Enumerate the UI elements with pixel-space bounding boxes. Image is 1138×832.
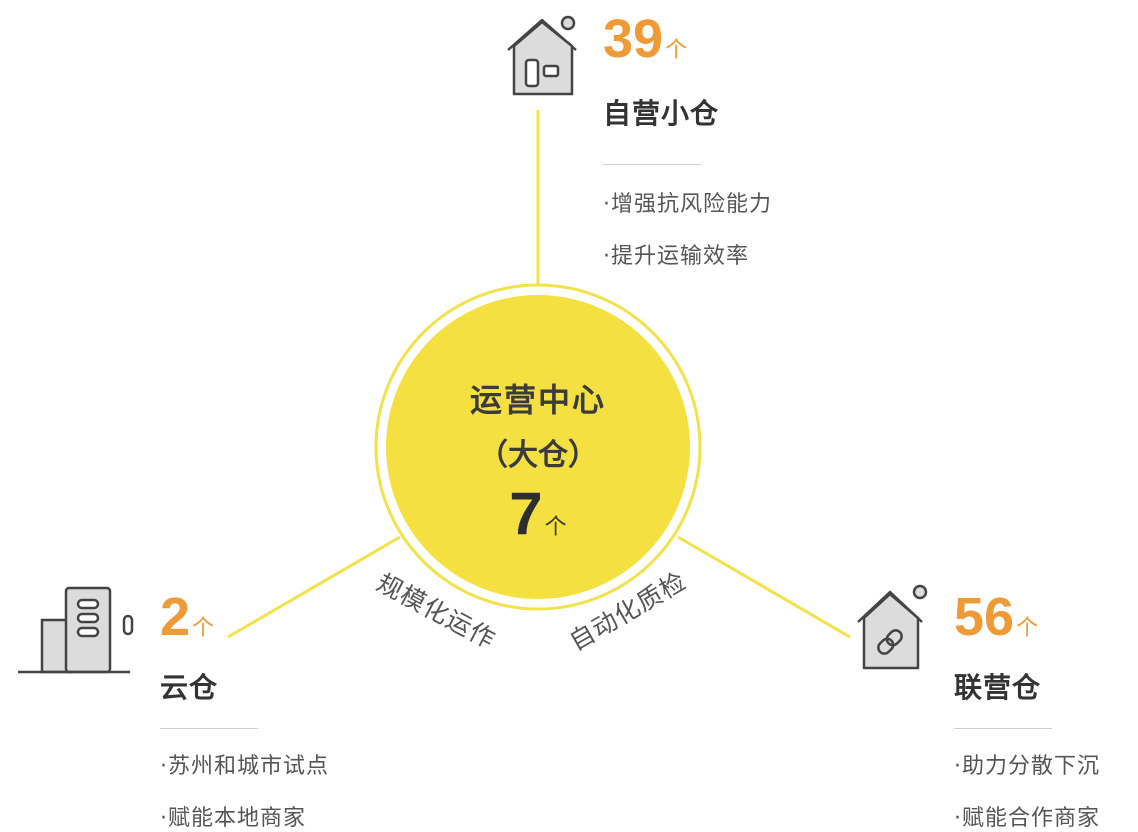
self-run-bullet-2: ·提升运输效率	[603, 244, 749, 269]
joint-count-unit: 个	[1016, 616, 1039, 641]
hub-count-value: 7	[509, 480, 543, 547]
cloud-count: 2个	[160, 590, 214, 644]
joint-bullet-1: ·助力分散下沉	[954, 754, 1100, 779]
hub-subtitle: （大仓）	[478, 438, 598, 473]
hub-count: 7个	[380, 484, 696, 544]
house-link-icon	[850, 582, 934, 676]
joint-divider	[954, 728, 1052, 729]
joint-bullet-2: ·赋能合作商家	[954, 806, 1100, 831]
cloud-bullet-1: ·苏州和城市试点	[160, 754, 329, 779]
building-icon	[16, 584, 140, 682]
connector-right	[677, 535, 851, 639]
hub-circle	[386, 295, 690, 599]
house-door-icon	[500, 14, 584, 102]
self-run-title: 自营小仓	[603, 97, 720, 130]
self-run-count-value: 39	[603, 9, 664, 69]
cloud-title: 云仓	[160, 671, 219, 704]
self-run-divider	[603, 164, 701, 165]
connector-left	[227, 535, 401, 639]
cloud-count-unit: 个	[192, 616, 215, 641]
self-run-bullet-1: ·增强抗风险能力	[603, 192, 772, 217]
cloud-bullet-2: ·赋能本地商家	[160, 806, 306, 831]
joint-title: 联营仓	[954, 671, 1042, 704]
self-run-count-unit: 个	[665, 38, 688, 63]
joint-count-value: 56	[954, 587, 1015, 647]
hub-title: 运营中心	[469, 381, 606, 419]
joint-count: 56个	[954, 590, 1038, 644]
hub-count-unit: 个	[544, 515, 567, 540]
cloud-divider	[160, 728, 258, 729]
self-run-count: 39个	[603, 12, 687, 66]
cloud-count-value: 2	[160, 587, 191, 647]
